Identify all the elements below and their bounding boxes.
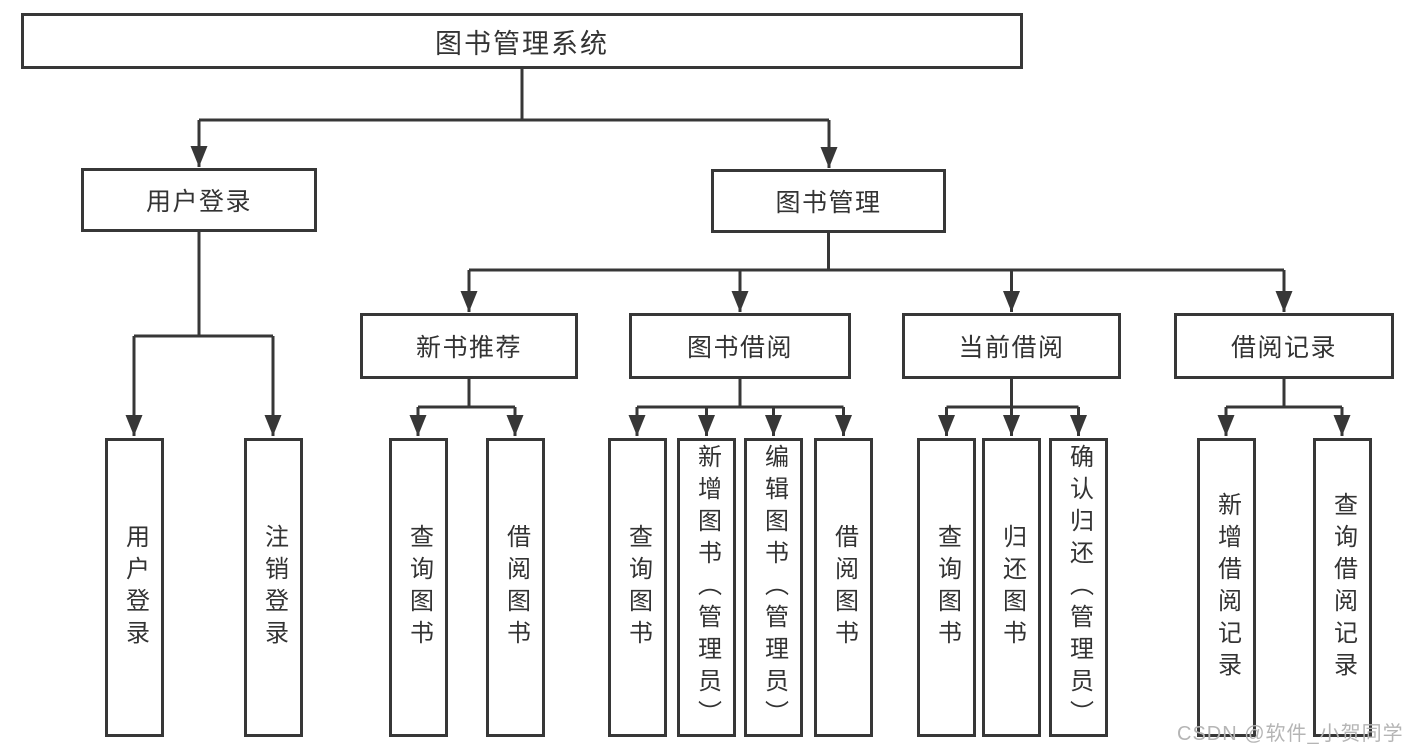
leaf-borrow-books-recommend: 借阅图书	[486, 438, 545, 737]
node-library-management-system: 图书管理系统	[21, 13, 1023, 69]
leaf-return-books-label: 归还图书	[998, 523, 1026, 652]
leaf-query-books-recommend: 查询图书	[389, 438, 448, 737]
node-new-book-recommendation: 新书推荐	[360, 313, 578, 379]
node-book-borrowing: 图书借阅	[629, 313, 851, 379]
node-borrowing-records: 借阅记录	[1174, 313, 1394, 379]
leaf-confirm-return-admin: 确认归还（管理员）	[1049, 438, 1108, 737]
leaf-query-books-borrowing: 查询图书	[608, 438, 667, 737]
leaf-logout-label: 注销登录	[260, 523, 288, 652]
leaf-query-books-current-label: 查询图书	[933, 523, 961, 652]
node-current-borrowing: 当前借阅	[902, 313, 1121, 379]
leaf-query-borrow-record-label: 查询借阅记录	[1329, 491, 1357, 684]
leaf-confirm-return-admin-label: 确认归还（管理员）	[1065, 443, 1093, 732]
leaf-logout: 注销登录	[244, 438, 303, 737]
leaf-user-login: 用户登录	[105, 438, 164, 737]
leaf-return-books: 归还图书	[982, 438, 1041, 737]
leaf-query-books-recommend-label: 查询图书	[405, 523, 433, 652]
node-user-login: 用户登录	[81, 168, 317, 232]
leaf-query-books-borrowing-label: 查询图书	[624, 523, 652, 652]
csdn-watermark: CSDN @软件_小贺同学	[1177, 723, 1404, 745]
node-book-management: 图书管理	[711, 169, 946, 233]
leaf-borrow-books-borrowing-label: 借阅图书	[830, 523, 858, 652]
leaf-add-books-admin-label: 新增图书（管理员）	[693, 443, 721, 732]
leaf-edit-books-admin: 编辑图书（管理员）	[744, 438, 803, 737]
leaf-add-borrow-record: 新增借阅记录	[1197, 438, 1256, 737]
leaf-borrow-books-borrowing: 借阅图书	[814, 438, 873, 737]
leaf-edit-books-admin-label: 编辑图书（管理员）	[760, 443, 788, 732]
leaf-query-borrow-record: 查询借阅记录	[1313, 438, 1372, 737]
leaf-add-borrow-record-label: 新增借阅记录	[1213, 491, 1241, 684]
leaf-user-login-label: 用户登录	[121, 523, 149, 652]
leaf-add-books-admin: 新增图书（管理员）	[677, 438, 736, 737]
leaf-borrow-books-recommend-label: 借阅图书	[502, 523, 530, 652]
leaf-query-books-current: 查询图书	[917, 438, 976, 737]
